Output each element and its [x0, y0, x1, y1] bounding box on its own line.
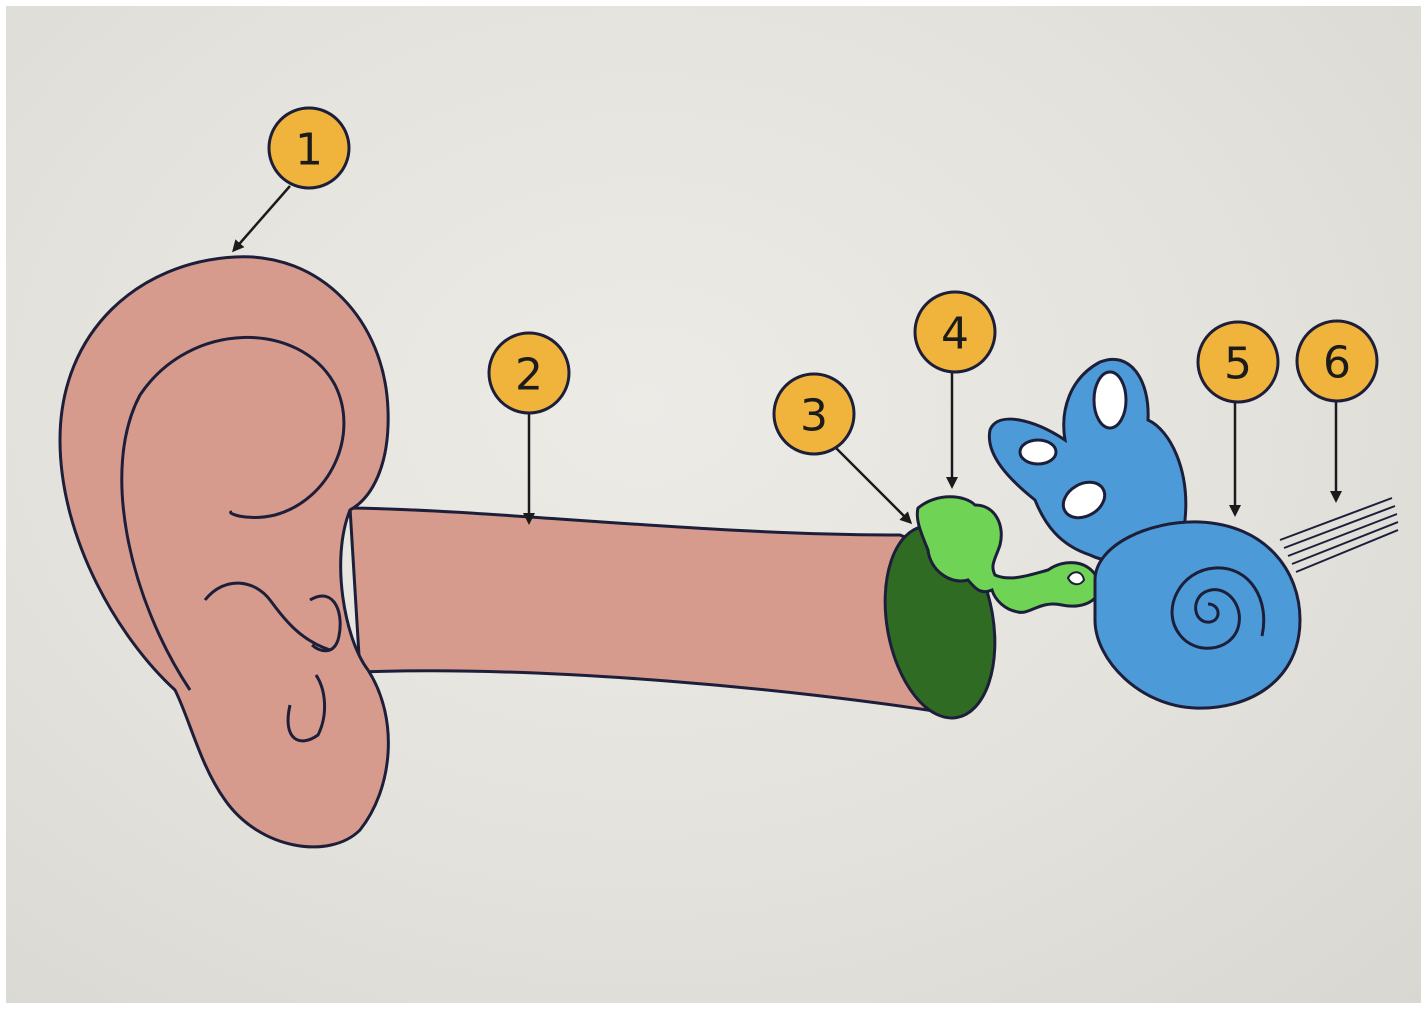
outer-ear: [60, 257, 388, 847]
badge-3-label: 3: [800, 391, 828, 442]
badge-5: 5: [1198, 322, 1278, 402]
badge-4-label: 4: [941, 309, 969, 360]
badge-5-label: 5: [1224, 339, 1252, 390]
badge-4: 4: [915, 292, 995, 372]
badge-6-label: 6: [1323, 338, 1351, 389]
canal-hole-left: [1020, 440, 1056, 464]
stapes-window: [1068, 572, 1084, 584]
ear-canal: [350, 508, 940, 712]
arrow-1: [234, 186, 290, 250]
badge-1: 1: [269, 108, 349, 188]
auditory-nerve: [1280, 498, 1398, 572]
badge-2: 2: [489, 333, 569, 413]
arrow-3: [835, 447, 910, 522]
badge-2-label: 2: [515, 350, 543, 401]
badge-1-label: 1: [295, 125, 323, 176]
badge-3: 3: [774, 374, 854, 454]
canal-hole-upper: [1094, 372, 1126, 428]
badge-6: 6: [1297, 321, 1377, 401]
